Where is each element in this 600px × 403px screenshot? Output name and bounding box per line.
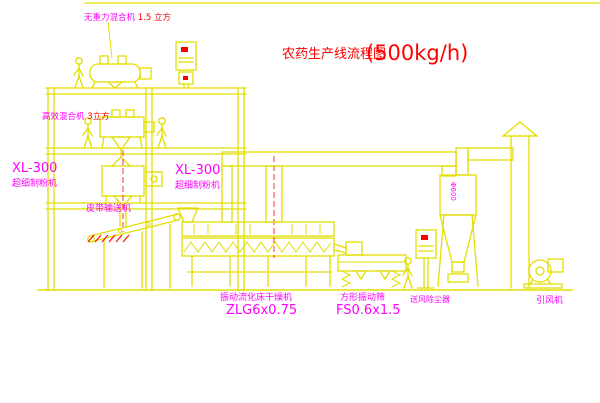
label-belt-conveyor: 皮带输送机	[86, 202, 131, 214]
title-text: 农药生产线流程图	[282, 47, 386, 62]
vibration-springs	[183, 241, 332, 253]
exhaust-ducting	[221, 151, 457, 223]
y-feed-pipe	[111, 149, 131, 167]
label-dust-collector: 送风除尘器	[410, 294, 450, 304]
person-figure	[73, 57, 84, 89]
red-hatch-marks	[87, 234, 130, 243]
leader-line	[107, 21, 113, 59]
label-dryer-model: ZLG6x0.75	[226, 303, 297, 318]
dust-collector-cabinet	[415, 229, 437, 289]
fluid-bed-dryer	[177, 156, 335, 287]
indicator-light	[181, 47, 188, 52]
gravity-mixer	[89, 21, 152, 89]
control-cabinet-roof	[175, 41, 197, 89]
diagram-title: 农药生产线流程图 (500kg/h)	[282, 41, 468, 65]
label-efficient-mixer: 高效混合机 3立方	[42, 111, 110, 122]
person-figure	[156, 117, 167, 149]
cyclone-separator: Φ600	[437, 147, 514, 287]
mill-center-model: XL-300	[175, 163, 220, 178]
indicator-light	[183, 76, 188, 80]
label-mill-center: XL-300 超细制粉机	[175, 163, 220, 191]
building-frame	[37, 87, 573, 291]
label-screen-name: 方形振动筛	[340, 291, 385, 303]
exhaust-stack	[501, 121, 539, 289]
label-gravity-mixer: 无重力混合机 1.5 立方	[84, 12, 171, 23]
label-mill-left: XL-300 超细制粉机	[12, 161, 57, 189]
mill-center-name: 超细制粉机	[175, 179, 220, 191]
induced-draft-fan	[523, 258, 564, 289]
spring	[390, 270, 402, 288]
superfine-mill	[101, 150, 163, 232]
belt-conveyor	[87, 213, 181, 289]
dryer-feed-hopper	[177, 207, 199, 223]
mill-left-name: 超细制粉机	[12, 177, 57, 189]
label-screen-model: FS0.6x1.5	[336, 303, 401, 318]
title-capacity: (500kg/h)	[366, 41, 468, 65]
person-figure	[82, 117, 93, 149]
efficient-mixer	[99, 109, 155, 152]
label-dryer-name: 振动流化床干燥机	[220, 291, 292, 303]
spring	[340, 270, 352, 288]
people-group	[73, 57, 413, 289]
indicator-light	[421, 235, 428, 240]
mill-left-model: XL-300	[12, 161, 57, 176]
label-induced-fan: 引风机	[536, 294, 563, 306]
vibrating-screen	[333, 241, 407, 288]
cyclone-diameter-label: Φ600	[449, 182, 457, 201]
dryer-legs	[187, 255, 333, 287]
weather-cap	[501, 121, 539, 137]
